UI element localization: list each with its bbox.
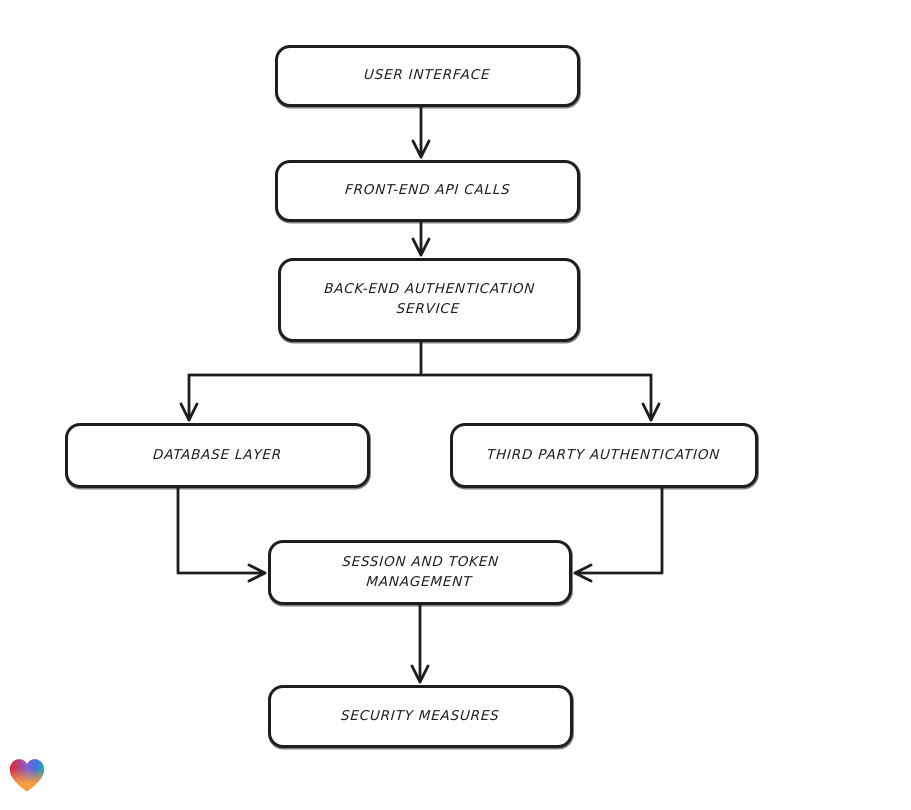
node-session-and-token-management-label: SESSION AND TOKEN MANAGEMENT <box>341 553 500 590</box>
edge-database-layer-to-session-token <box>176 486 267 583</box>
edge-backend-auth-branch <box>179 340 661 422</box>
node-frontend-api-calls: FRONT-END API CALLS <box>275 160 580 222</box>
node-user-interface: USER INTERFACE <box>275 45 580 107</box>
node-frontend-api-calls-label: FRONT-END API CALLS <box>344 182 511 199</box>
node-security-measures: SECURITY MEASURES <box>268 685 573 748</box>
node-backend-authentication-service: BACK-END AUTHENTICATION SERVICE <box>278 258 580 342</box>
node-user-interface-label: USER INTERFACE <box>363 67 492 84</box>
node-third-party-authentication: THIRD PARTY AUTHENTICATION <box>450 423 758 488</box>
node-security-measures-label: SECURITY MEASURES <box>340 707 501 724</box>
edge-frontend-api-to-backend-auth <box>411 220 431 257</box>
edge-session-token-to-security-measures <box>410 603 430 684</box>
heart-logo-icon <box>9 759 45 792</box>
heart-logo[interactable] <box>8 757 46 794</box>
node-backend-authentication-service-label: BACK-END AUTHENTICATION SERVICE <box>323 281 536 317</box>
node-session-and-token-management: SESSION AND TOKEN MANAGEMENT <box>268 540 572 605</box>
edge-third-party-auth-to-session-token <box>573 486 664 583</box>
edge-user-interface-to-frontend-api <box>411 105 431 159</box>
node-third-party-authentication-label: THIRD PARTY AUTHENTICATION <box>486 446 722 463</box>
node-database-layer-label: DATABASE LAYER <box>152 446 283 463</box>
node-database-layer: DATABASE LAYER <box>65 423 370 488</box>
